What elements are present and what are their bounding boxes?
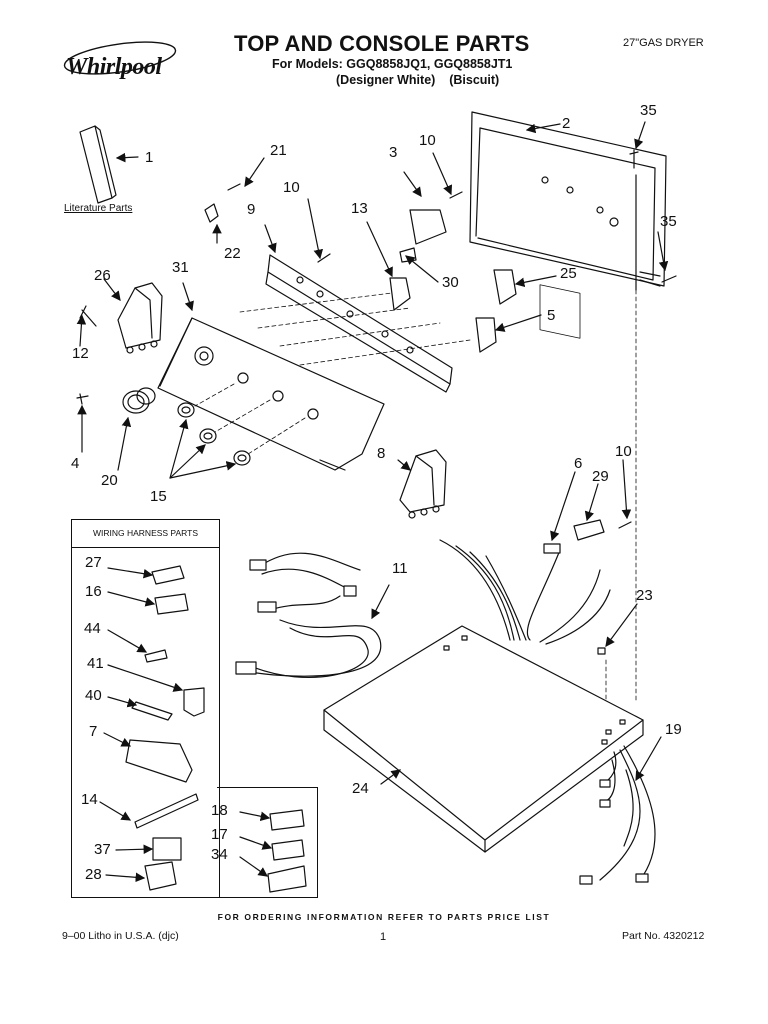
literature-booklet bbox=[80, 126, 116, 203]
callout-27: 27 bbox=[85, 554, 102, 571]
callout-15: 15 bbox=[150, 488, 167, 505]
callout-4: 4 bbox=[71, 455, 80, 472]
callout-30: 30 bbox=[442, 274, 459, 291]
callout-5: 5 bbox=[547, 307, 556, 324]
callout-19: 19 bbox=[665, 721, 682, 738]
callout-21: 21 bbox=[270, 142, 287, 159]
console-panel bbox=[158, 318, 384, 470]
callout-31: 31 bbox=[172, 259, 189, 276]
wiring-harness-box bbox=[71, 519, 220, 898]
timer-knob bbox=[123, 388, 155, 413]
callout-23: 23 bbox=[636, 587, 653, 604]
page-title: TOP AND CONSOLE PARTS bbox=[234, 31, 530, 56]
callout-10-switch: 10 bbox=[419, 132, 436, 149]
callout-29: 29 bbox=[592, 468, 609, 485]
callout-10-terminal: 10 bbox=[615, 443, 632, 460]
leader-lines bbox=[76, 122, 669, 883]
callout-6: 6 bbox=[574, 455, 583, 472]
part-number: Part No. 4320212 bbox=[622, 930, 705, 942]
callout-34: 34 bbox=[211, 846, 228, 863]
callout-2: 2 bbox=[562, 115, 571, 132]
callout-11: 11 bbox=[392, 560, 408, 577]
ordering-note: FOR ORDERING INFORMATION REFER TO PARTS … bbox=[217, 912, 551, 922]
callout-14: 14 bbox=[81, 791, 98, 808]
page-number: 1 bbox=[380, 931, 387, 943]
callout-9: 9 bbox=[247, 201, 256, 218]
screws bbox=[77, 150, 676, 528]
callout-10-bracket: 10 bbox=[283, 179, 300, 196]
harness-box-parts bbox=[126, 566, 306, 892]
callout-40: 40 bbox=[85, 687, 102, 704]
callout-24: 24 bbox=[352, 780, 369, 797]
switches bbox=[205, 204, 516, 352]
endcap-left bbox=[118, 283, 162, 353]
callout-1: 1 bbox=[145, 149, 154, 166]
callout-41: 41 bbox=[87, 655, 104, 672]
literature-parts-label: Literature Parts bbox=[64, 203, 133, 214]
callout-7: 7 bbox=[89, 723, 98, 740]
callout-26: 26 bbox=[94, 267, 111, 284]
endcap-right bbox=[400, 450, 446, 518]
callout-37: 37 bbox=[94, 841, 111, 858]
callout-13: 13 bbox=[351, 200, 368, 217]
callout-16: 16 bbox=[85, 583, 102, 600]
callout-18: 18 bbox=[211, 802, 228, 819]
models-line: For Models: GGQ8858JQ1, GGQ8858JT1 bbox=[272, 57, 513, 71]
callout-35-side: 35 bbox=[660, 213, 677, 230]
wiring-harness bbox=[236, 553, 381, 677]
logo-swirl-icon bbox=[63, 41, 177, 75]
callout-12: 12 bbox=[72, 345, 89, 362]
rear-console-panel bbox=[470, 112, 666, 338]
callout-28: 28 bbox=[85, 866, 102, 883]
callout-3: 3 bbox=[389, 144, 398, 161]
callout-20: 20 bbox=[101, 472, 118, 489]
callout-44: 44 bbox=[84, 620, 101, 637]
brand-logo: Whirlpool bbox=[62, 41, 184, 80]
control-knobs bbox=[178, 403, 250, 465]
litho-note: 9–00 Litho in U.S.A. (djc) bbox=[62, 930, 179, 942]
top-panel bbox=[324, 626, 643, 852]
alignment-lines bbox=[195, 290, 636, 720]
callout-8: 8 bbox=[377, 445, 386, 462]
finish-line: (Designer White) (Biscuit) bbox=[336, 73, 500, 87]
terminal-wires bbox=[440, 520, 610, 654]
callout-35-top: 35 bbox=[640, 102, 657, 119]
harness-19 bbox=[580, 746, 655, 884]
callout-17: 17 bbox=[211, 826, 228, 843]
callout-22: 22 bbox=[224, 245, 241, 262]
callout-25: 25 bbox=[560, 265, 577, 282]
wiring-harness-box-extension bbox=[217, 787, 318, 898]
product-label: 27"GAS DRYER bbox=[623, 37, 704, 49]
brand-name: Whirlpool bbox=[66, 54, 162, 80]
wiring-harness-title: WIRING HARNESS PARTS bbox=[72, 521, 219, 548]
